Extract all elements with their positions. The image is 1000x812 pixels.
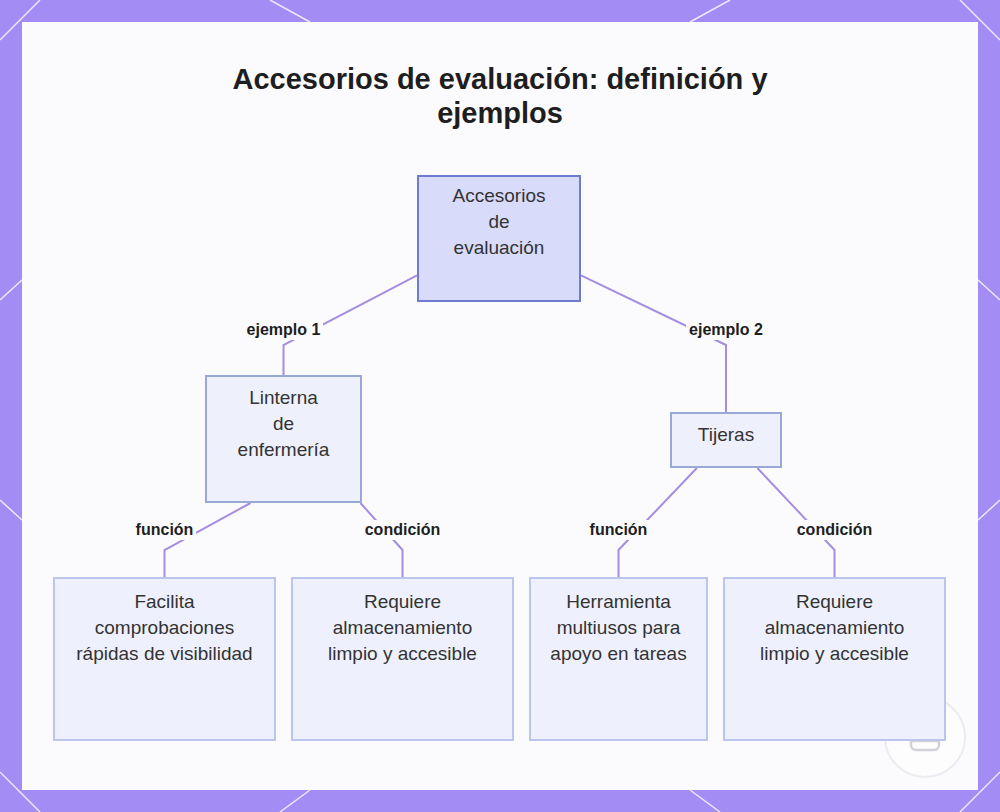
box-text: Facilita comprobaciones rápidas de visib… (73, 589, 256, 667)
example-box: Tijeras (670, 412, 782, 468)
detail-box: Facilita comprobaciones rápidas de visib… (53, 577, 276, 741)
edge-label: condición (794, 520, 876, 540)
box-text: Accesorios de evaluación (449, 183, 549, 261)
edge-label: función (587, 520, 651, 540)
detail-box: Requiere almacenamiento limpio y accesib… (291, 577, 514, 741)
example-box: Linterna de enfermería (205, 375, 362, 503)
box-text: Requiere almacenamiento limpio y accesib… (311, 589, 494, 667)
box-text: Herramienta multiusos para apoyo en tare… (549, 589, 688, 667)
root-box: Accesorios de evaluación (417, 175, 581, 302)
diagram-title: Accesorios de evaluación: definición y e… (200, 62, 800, 130)
edge-label: ejemplo 2 (686, 320, 766, 340)
detail-box: Requiere almacenamiento limpio y accesib… (723, 577, 946, 741)
connector-line (165, 503, 251, 577)
edge-label: ejemplo 1 (244, 320, 324, 340)
edge-label: condición (362, 520, 444, 540)
connector-line (581, 275, 726, 412)
box-text: Linterna de enfermería (237, 385, 330, 463)
box-text: Requiere almacenamiento limpio y accesib… (743, 589, 926, 667)
connector-line (360, 503, 402, 577)
box-text: Tijeras (686, 422, 766, 448)
detail-box: Herramienta multiusos para apoyo en tare… (529, 577, 708, 741)
edge-label: función (133, 520, 197, 540)
